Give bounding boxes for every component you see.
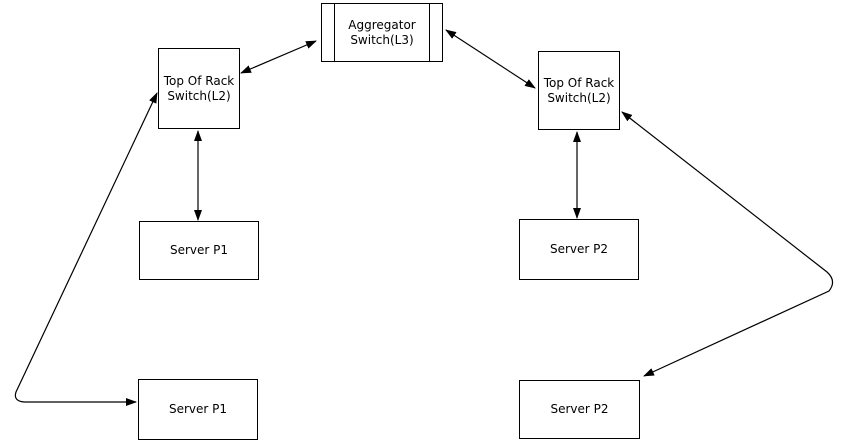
edge-tor-left--aggregator [240,40,317,74]
edge-tor-right--server-p2-lower [621,111,834,377]
process-bar-right [428,4,430,61]
node-label-line: Switch(L3) [350,32,414,47]
node-aggregator-switch: Aggregator Switch(L3) [321,3,443,62]
node-server-p1-upper: Server P1 [139,221,259,280]
node-label-line: Server P2 [550,402,609,416]
node-label-line: Switch(L2) [167,88,231,103]
node-label-line: Top Of Rack [543,75,615,90]
node-tor-switch-right: Top Of Rack Switch(L2) [538,51,620,130]
node-server-p2-lower: Server P2 [519,380,640,439]
node-label-line: Aggregator [348,17,416,32]
node-server-p2-upper: Server P2 [519,219,639,280]
edge-aggregator--tor-right [445,29,536,89]
node-server-p1-lower: Server P1 [138,379,258,440]
node-label-line: Top Of Rack [163,73,235,88]
node-label-line: Server P1 [169,243,229,257]
process-bar-left [334,4,336,61]
node-label-line: Server P2 [549,242,609,256]
node-tor-switch-left: Top Of Rack Switch(L2) [158,48,240,129]
node-label-line: Switch(L2) [547,90,611,105]
edge-tor-left--server-p1-lower [14,92,158,406]
node-label-line: Server P1 [168,402,228,416]
